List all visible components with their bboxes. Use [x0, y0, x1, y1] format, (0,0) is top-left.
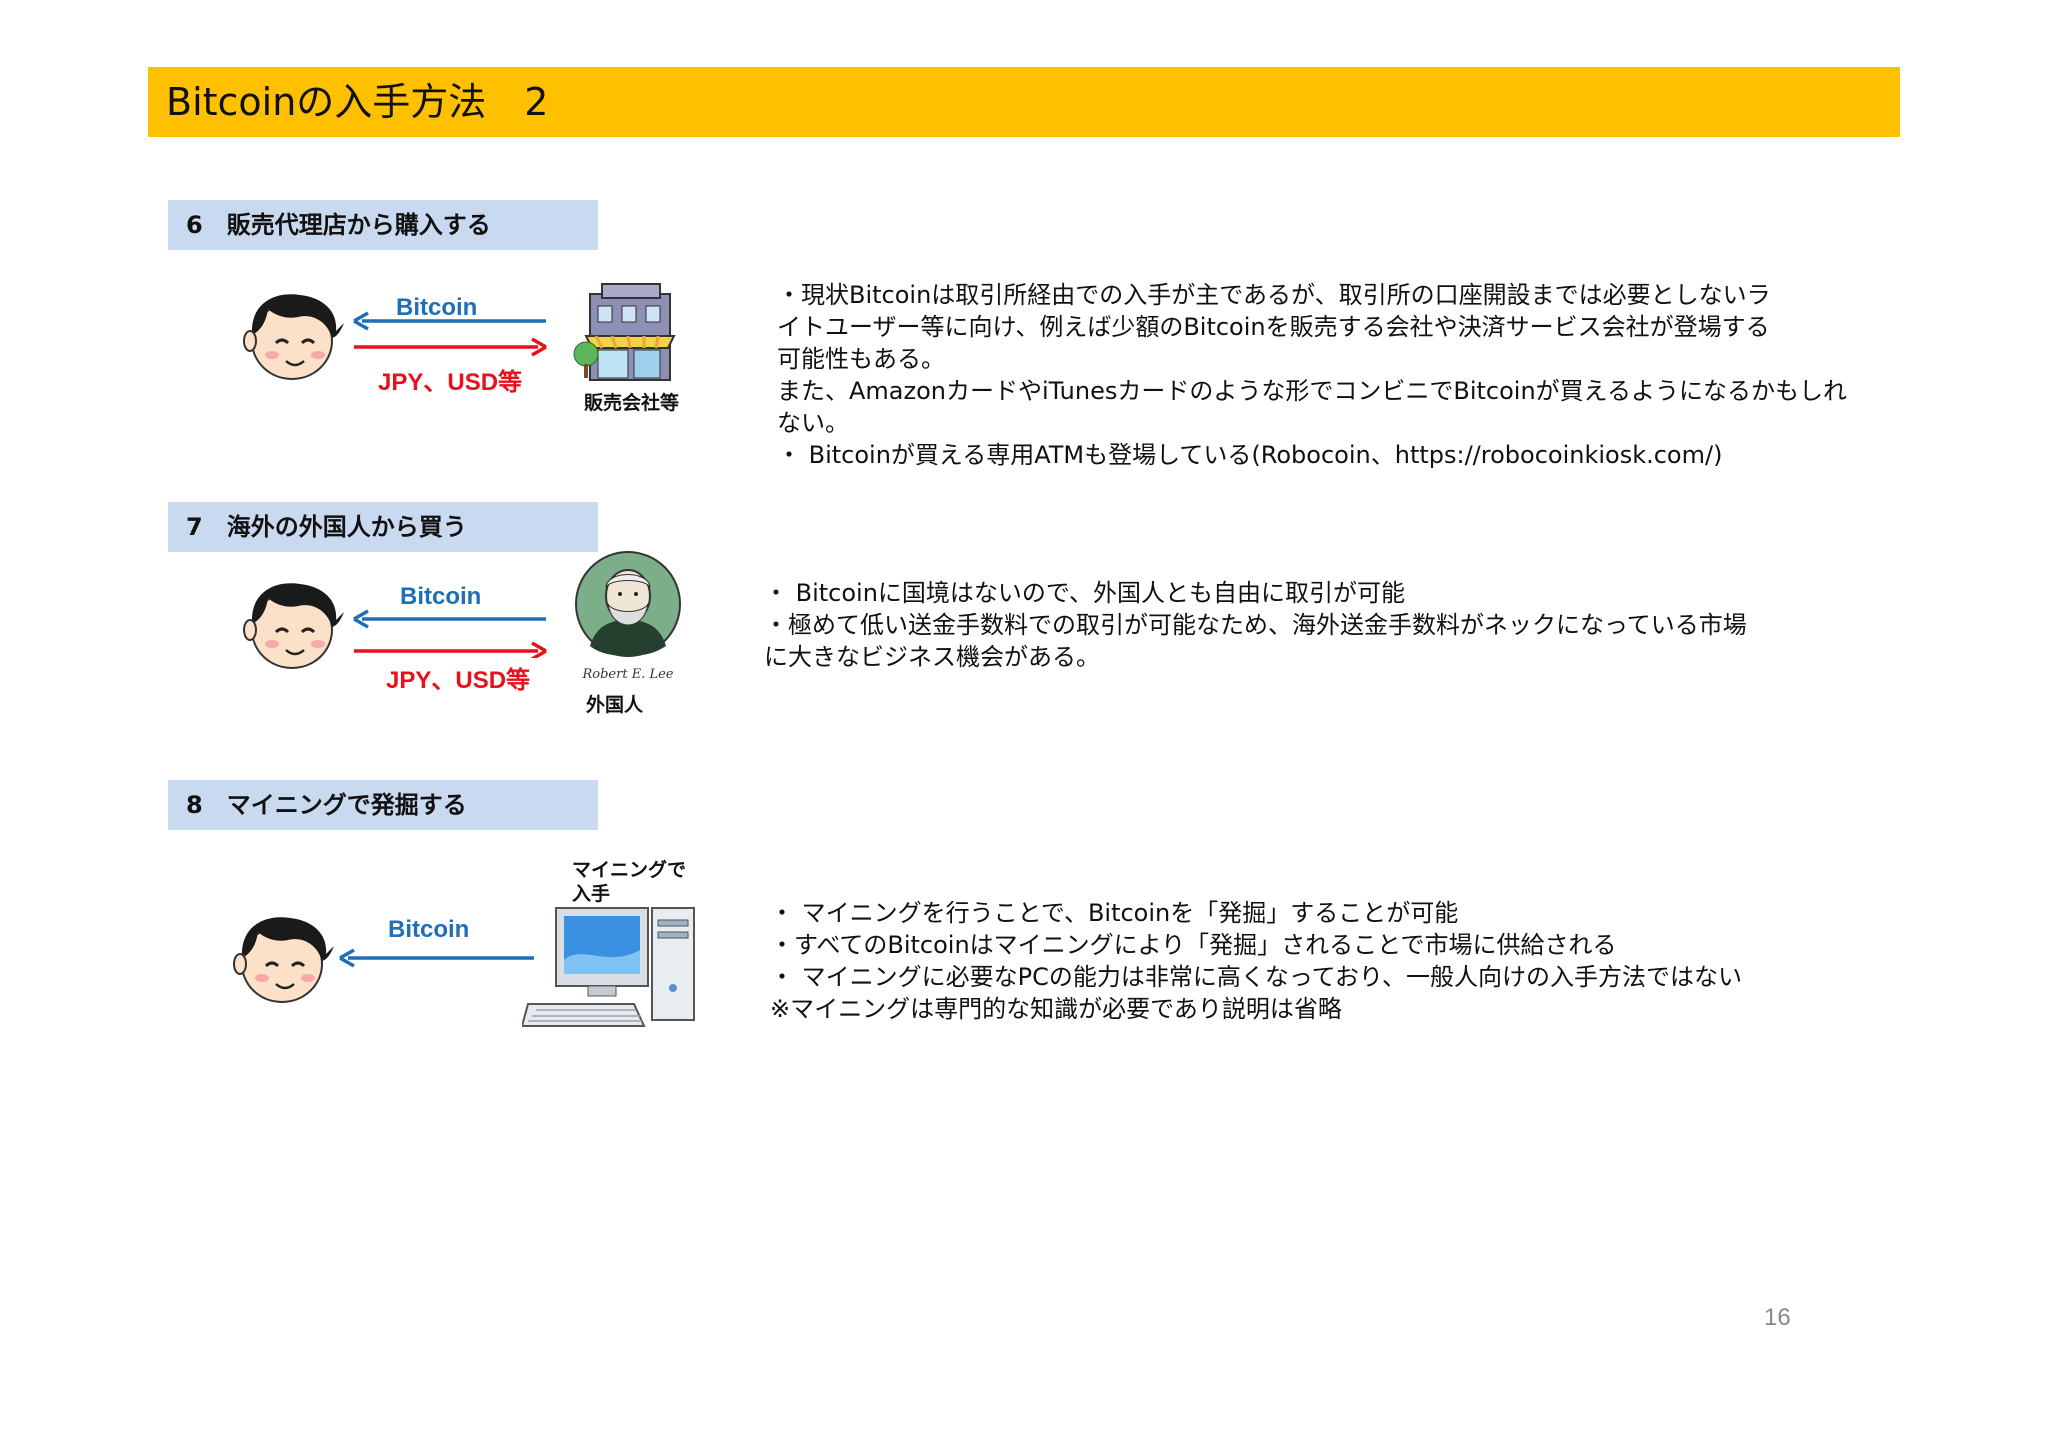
transfer-arrow	[336, 946, 536, 970]
person-face-icon	[240, 283, 350, 383]
desc-line: ・極めて低い送金手数料での取引が可能なため、海外送金手数料がネックになっている市…	[764, 609, 1747, 641]
section-8-title: 8 マイニングで発掘する	[186, 780, 467, 830]
portrait-signature: Robert E. Lee	[582, 667, 674, 682]
desc-line: ない。	[777, 407, 1847, 439]
section-7-header: 7 海外の外国人から買う	[168, 502, 598, 552]
section-8-header: 8 マイニングで発掘する	[168, 780, 598, 830]
entity-caption-seller: 販売会社等	[584, 388, 679, 415]
section-6-header: 6 販売代理店から購入する	[168, 200, 598, 250]
desc-line: ・ Bitcoinが買える専用ATMも登場している(Robocoin、https…	[777, 439, 1847, 471]
desc-line: ・ マイニングを行うことで、Bitcoinを「発掘」することが可能	[770, 897, 1742, 929]
desc-line: ・現状Bitcoinは取引所経由での入手が主であるが、取引所の口座開設までは必要…	[777, 279, 1847, 311]
entity-caption-mining: マイニングで 入手	[572, 858, 686, 906]
desc-line: ・ Bitcoinに国境はないので、外国人とも自由に取引が可能	[764, 577, 1747, 609]
portrait-icon: Robert E. Lee	[570, 548, 690, 686]
desc-line: ・ マイニングに必要なPCの能力は非常に高くなっており、一般人向けの入手方法では…	[770, 961, 1742, 993]
desc-line: イトユーザー等に向け、例えば少額のBitcoinを販売する会社や決済サービス会社…	[777, 311, 1847, 343]
desktop-pc-icon	[522, 900, 702, 1030]
arrow-label-currency: JPY、USD等	[378, 362, 522, 397]
desc-line: に大きなビジネス機会がある。	[764, 641, 1747, 673]
section-8-description: ・ マイニングを行うことで、Bitcoinを「発掘」することが可能 ・すべてのB…	[770, 897, 1742, 1025]
section-7-title: 7 海外の外国人から買う	[186, 502, 467, 552]
section-7-description: ・ Bitcoinに国境はないので、外国人とも自由に取引が可能 ・極めて低い送金…	[764, 577, 1747, 673]
desc-line: 可能性もある。	[777, 343, 1847, 375]
slide-title: Bitcoinの入手方法 2	[166, 77, 549, 127]
arrow-label-bitcoin: Bitcoin	[388, 916, 469, 944]
transfer-arrows	[350, 608, 550, 658]
title-bar: Bitcoinの入手方法 2	[148, 67, 1900, 137]
person-face-icon	[230, 906, 340, 1006]
entity-caption-foreigner: 外国人	[586, 690, 643, 717]
arrow-label-bitcoin: Bitcoin	[400, 583, 481, 611]
arrow-label-bitcoin: Bitcoin	[396, 294, 477, 322]
page-number: 16	[1764, 1304, 1791, 1332]
desc-line: また、AmazonカードやiTunesカードのような形でコンビニでBitcoin…	[777, 375, 1847, 407]
mining-caption-line: マイニングで	[572, 858, 686, 882]
arrow-label-currency: JPY、USD等	[386, 660, 530, 695]
section-6-description: ・現状Bitcoinは取引所経由での入手が主であるが、取引所の口座開設までは必要…	[777, 279, 1847, 471]
desc-line: ※マイニングは専門的な知識が必要であり説明は省略	[770, 993, 1742, 1025]
person-face-icon	[240, 572, 350, 672]
shop-building-icon	[568, 280, 688, 390]
desc-line: ・すべてのBitcoinはマイニングにより「発掘」されることで市場に供給される	[770, 929, 1742, 961]
section-6-title: 6 販売代理店から購入する	[186, 200, 491, 250]
